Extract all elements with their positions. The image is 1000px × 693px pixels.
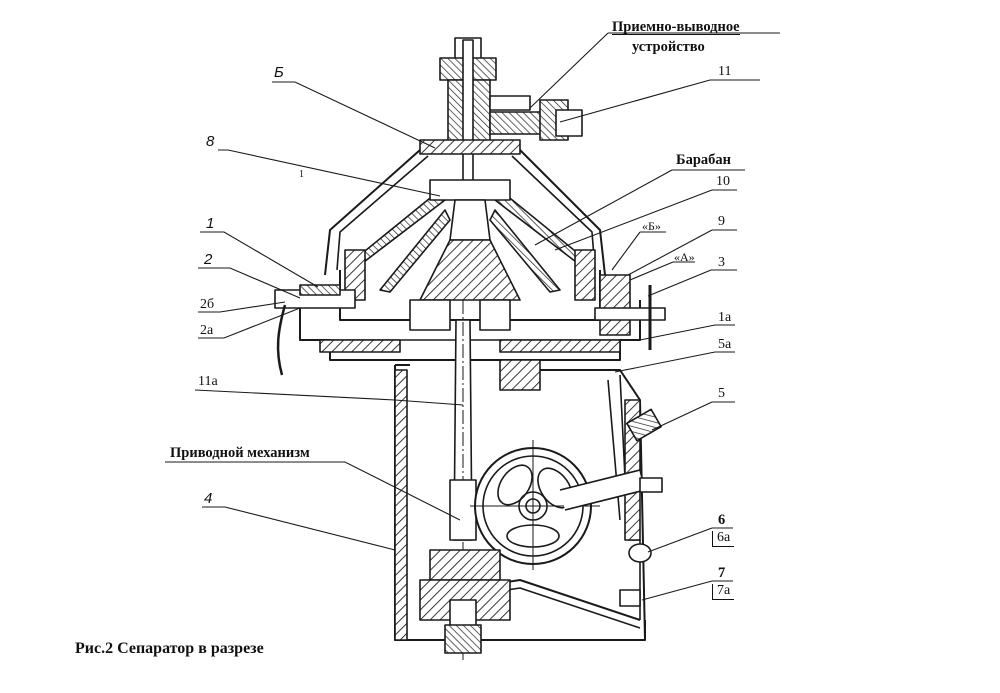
- label-intake-outlet-device-line2: устройство: [632, 39, 705, 55]
- label-11: 11: [718, 64, 732, 79]
- label-7: 7: [718, 565, 726, 581]
- label-7a: 7а: [712, 584, 735, 600]
- label-1: 1: [206, 215, 215, 232]
- label-1a: 1а: [718, 310, 732, 325]
- label-6: 6: [718, 512, 726, 528]
- label-b-cyr: Б: [274, 64, 284, 81]
- label-2b: 2б: [200, 297, 215, 312]
- label-6a: 6а: [712, 531, 735, 547]
- left-valve: [274, 284, 356, 376]
- label-9: 9: [718, 214, 725, 229]
- label-5a: 5а: [718, 337, 732, 352]
- label-intake-outlet-device: Приемно-выводное: [612, 19, 740, 35]
- label-1-small: 1: [299, 169, 304, 180]
- label-8: 8: [206, 133, 215, 150]
- label-2a: 2а: [200, 323, 214, 338]
- label-a-quoted: «А»: [674, 250, 695, 264]
- spindle-shaft: [449, 300, 477, 660]
- label-5: 5: [718, 386, 725, 401]
- label-10: 10: [716, 174, 730, 189]
- lower-bearing: [419, 549, 511, 654]
- right-outlet: [594, 285, 666, 350]
- label-3: 3: [718, 255, 725, 270]
- bowl-housing: [299, 274, 641, 361]
- drum: [339, 179, 601, 321]
- worm-wheel: [470, 440, 663, 570]
- label-drive-mechanism: Приводной механизм: [170, 445, 310, 461]
- figure-caption: Рис.2 Сепаратор в разрезе: [75, 640, 264, 657]
- label-drum: Барабан: [676, 152, 732, 168]
- label-2: 2: [204, 251, 213, 268]
- label-4: 4: [204, 490, 213, 507]
- label-b-quoted: «Б»: [642, 219, 661, 233]
- label-11a: 11а: [198, 374, 218, 389]
- drum-cover: [324, 149, 606, 276]
